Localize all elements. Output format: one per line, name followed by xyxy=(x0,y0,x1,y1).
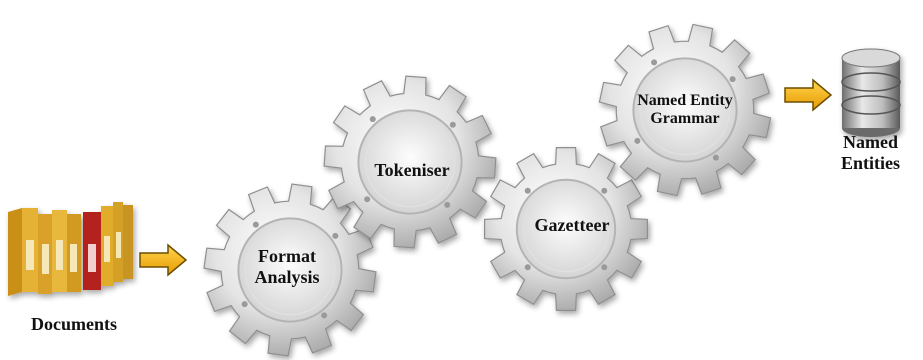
stage-label-line1: Gazetteer xyxy=(534,215,610,235)
documents-binders-icon xyxy=(8,202,133,296)
gear-icon-named-entity-grammar xyxy=(598,23,772,197)
gear-inner-ring xyxy=(244,224,336,316)
right-arrow-icon xyxy=(784,78,833,112)
gear-bolt xyxy=(332,232,339,239)
stage-label-line1: Format xyxy=(258,246,316,266)
gear-bolt xyxy=(524,187,531,194)
gear-bolt xyxy=(364,196,371,203)
gear-inner-ring xyxy=(639,64,731,156)
stage-label-format-analysis: Format Analysis xyxy=(222,246,352,287)
gear-bolt xyxy=(601,187,608,194)
gear-icon-tokeniser xyxy=(323,75,497,249)
database-icon xyxy=(841,48,901,137)
gear-hub xyxy=(357,109,463,215)
gear-bolt xyxy=(321,312,328,319)
gear-bolt xyxy=(252,221,259,228)
stage-label-line1: Tokeniser xyxy=(374,160,450,180)
gear-bolt xyxy=(729,76,736,83)
stage-label-line2: Grammar xyxy=(650,110,720,128)
stage-label-tokeniser: Tokeniser xyxy=(347,160,477,181)
gear-bolt xyxy=(449,121,456,128)
right-arrow-icon xyxy=(139,243,188,277)
gear-bolt xyxy=(241,301,248,308)
gear-icon-gazetteer xyxy=(484,147,648,311)
gear-bolt xyxy=(634,137,641,144)
stage-label-gazetteer: Gazetteer xyxy=(507,215,637,236)
gear-hub xyxy=(237,217,343,323)
gear-bolt xyxy=(524,264,531,271)
documents-label: Documents xyxy=(31,314,117,334)
named-entities-label: Named Entities xyxy=(818,132,923,173)
gear-inner-ring xyxy=(364,116,456,208)
stage-label-line1: Named Entity xyxy=(637,92,733,109)
gear-icon-format-analysis xyxy=(203,183,377,357)
gear-bolt xyxy=(444,201,451,208)
stage-label-named-entity-grammar: Named Entity Grammar xyxy=(610,92,760,129)
gear-bolt xyxy=(712,154,719,161)
gear-hub xyxy=(515,178,617,280)
gear-bolt xyxy=(369,116,376,123)
gear-inner-ring xyxy=(522,185,610,273)
gear-hub xyxy=(632,57,738,163)
gear-bolt xyxy=(651,59,658,66)
named-entities-label-line2: Entities xyxy=(840,152,900,173)
gear-bolt xyxy=(601,264,608,271)
named-entities-label-line1: Named xyxy=(843,132,898,152)
stage-label-line2: Analysis xyxy=(254,266,320,287)
